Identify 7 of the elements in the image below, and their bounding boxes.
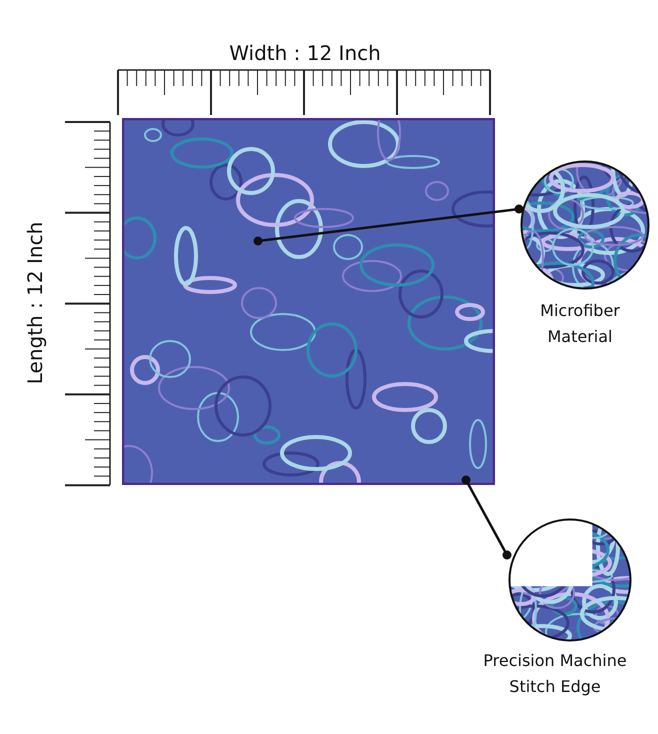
leader-line [254, 204, 524, 246]
dimension-label: Width : 12 Inch [228, 40, 382, 66]
dimension-label: Length : 12 Inch [22, 220, 48, 386]
leader-line [462, 476, 512, 560]
paisley-pocket-square-picture [122, 118, 495, 485]
callout-text: Microfiber Material [539, 300, 621, 348]
callout-text: Precision Machine Stitch Edge [482, 650, 628, 698]
